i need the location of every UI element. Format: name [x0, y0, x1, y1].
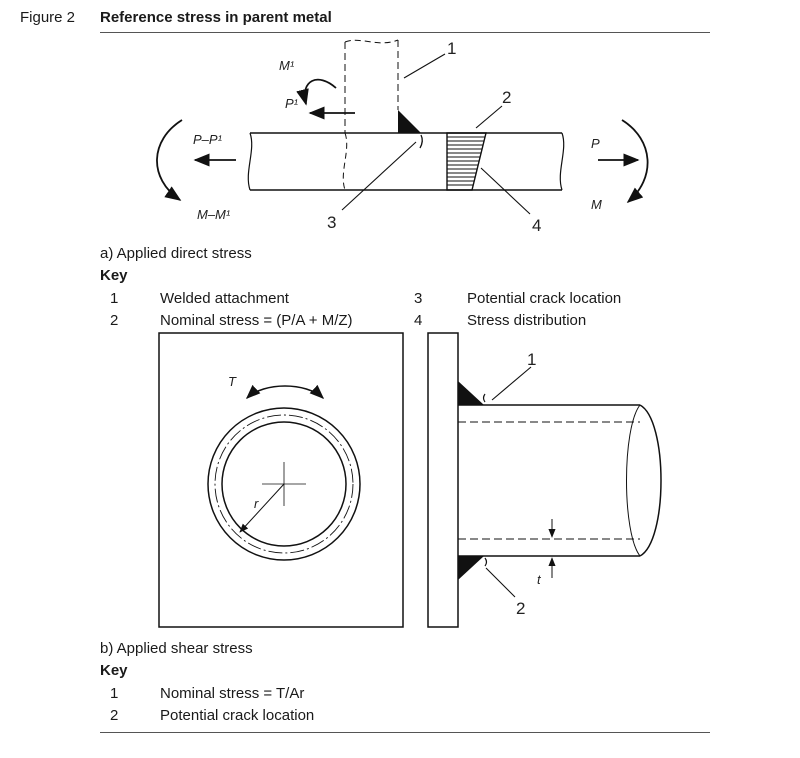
caption-b: b) Applied shear stress	[100, 640, 253, 657]
tube-end-break	[639, 404, 662, 557]
diagram-b: T r t 1 2	[158, 332, 662, 628]
key-a-2-number: 2	[110, 312, 119, 329]
callout-b2: 2	[516, 599, 525, 618]
crack-mark-bottom	[484, 557, 488, 567]
leader-1	[403, 53, 446, 79]
callout-1: 1	[447, 39, 456, 58]
top-rule	[100, 32, 710, 33]
crack-mark	[419, 134, 423, 149]
leader-b1	[491, 366, 532, 401]
tube-inner-circle	[221, 421, 347, 547]
figure-number: Figure 2	[20, 9, 76, 26]
stress-distribution-hatching	[447, 136, 485, 186]
break-line-mid-dashed	[342, 132, 348, 191]
key-title-b: Key	[100, 662, 128, 679]
leader-b2	[485, 567, 516, 598]
weld-top	[458, 381, 484, 405]
crack-mark-top	[482, 393, 486, 403]
label-m: M	[591, 197, 602, 212]
key-title-a: Key	[100, 267, 128, 284]
key-a-1-text: Welded attachment	[160, 290, 289, 307]
key-a-2-text: Nominal stress = (P/A + M/Z)	[160, 312, 353, 329]
moment-arrow-left	[156, 119, 183, 201]
diagram-a: M¹ P¹ P–P¹ M–M¹ P M 1 2 3 4	[156, 39, 649, 235]
label-torque: T	[228, 374, 237, 389]
tube-outer-circle	[207, 407, 361, 561]
moment-arrow-right	[621, 119, 649, 204]
callout-b1: 1	[527, 350, 536, 369]
figure-title: Reference stress in parent metal	[100, 9, 332, 26]
label-m1: M¹	[279, 58, 295, 73]
callout-3: 3	[327, 213, 336, 232]
leader-4	[480, 167, 531, 215]
bottom-rule	[100, 732, 710, 733]
tube-mean-circle	[214, 414, 354, 554]
label-p: P	[591, 136, 600, 151]
callout-2: 2	[502, 88, 511, 107]
key-b-1-text: Nominal stress = T/Ar	[160, 685, 305, 702]
torque-arrow	[245, 384, 325, 399]
key-a-4-number: 4	[414, 312, 423, 329]
attachment-break-top	[344, 39, 399, 44]
leader-2	[475, 105, 503, 129]
moment-arrow-m1	[296, 78, 337, 106]
plate-side-view	[427, 332, 459, 628]
key-b-1-number: 1	[110, 685, 119, 702]
key-a-3-text: Potential crack location	[467, 290, 622, 307]
break-line-right	[559, 132, 565, 191]
key-a-4-text: Stress distribution	[467, 312, 587, 329]
key-b-2-number: 2	[110, 707, 119, 724]
break-line-left	[247, 132, 253, 191]
label-thickness: t	[537, 572, 542, 587]
callout-4: 4	[532, 216, 541, 235]
weld-bottom	[458, 556, 484, 580]
key-a-3-number: 3	[414, 290, 423, 307]
key-a-1-number: 1	[110, 290, 119, 307]
key-b-2-text: Potential crack location	[160, 707, 315, 724]
plate-front-view	[158, 332, 404, 628]
leader-3	[341, 141, 417, 211]
label-m-minus-m1: M–M¹	[197, 207, 231, 222]
radius-arrow	[239, 483, 285, 533]
caption-a: a) Applied direct stress	[100, 245, 252, 262]
label-radius: r	[254, 496, 259, 511]
stress-distribution-outline	[446, 132, 487, 191]
fillet-weld	[398, 110, 421, 133]
label-p1: P¹	[285, 96, 299, 111]
tube-end-back	[626, 404, 641, 557]
label-p-minus-p1: P–P¹	[193, 132, 223, 147]
